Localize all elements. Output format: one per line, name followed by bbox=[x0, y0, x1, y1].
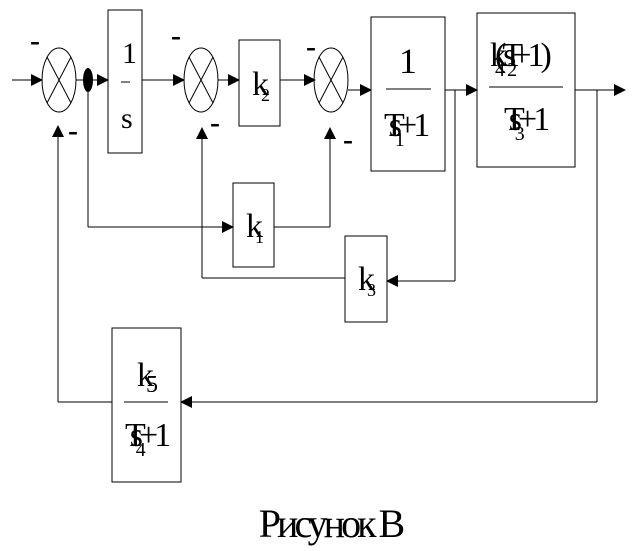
sign-s1-top: - bbox=[30, 24, 40, 57]
k1-block bbox=[232, 182, 275, 268]
k2-block bbox=[238, 39, 281, 127]
k3-gain: k3 bbox=[358, 261, 376, 300]
feedback-denominator: T4s+1 bbox=[125, 417, 169, 461]
plant2-block bbox=[476, 12, 576, 168]
sign-s3-top: - bbox=[306, 30, 316, 63]
pickoff-point bbox=[83, 68, 93, 92]
feedback-block bbox=[111, 327, 182, 483]
sum-junction-3 bbox=[313, 47, 349, 113]
integrator-denominator: s bbox=[121, 102, 133, 135]
integrator-block bbox=[107, 9, 143, 154]
plant1-denominator: T1s+1 bbox=[384, 107, 428, 151]
k1-gain: k1 bbox=[246, 208, 264, 247]
sign-s3-bottom: - bbox=[343, 123, 353, 156]
sign-s2-bottom: - bbox=[210, 106, 220, 139]
plant1-numerator: 1 bbox=[399, 41, 417, 81]
integrator-numerator: 1 bbox=[122, 37, 137, 70]
k3-block bbox=[344, 235, 388, 323]
plant1-block bbox=[370, 16, 446, 172]
sign-s2-top: - bbox=[171, 19, 181, 52]
feedback-numerator: k5 bbox=[137, 357, 158, 398]
figure-caption: Рисунок В bbox=[259, 501, 404, 546]
plant2-numerator: k4(T2s+1) bbox=[490, 37, 551, 81]
sign-s1-bottom: - bbox=[68, 114, 78, 147]
sum-junction-2 bbox=[183, 47, 219, 113]
plant2-denominator: T3s+1 bbox=[504, 101, 548, 145]
sum-junction-1 bbox=[41, 47, 77, 113]
k2-gain: k2 bbox=[252, 66, 270, 105]
